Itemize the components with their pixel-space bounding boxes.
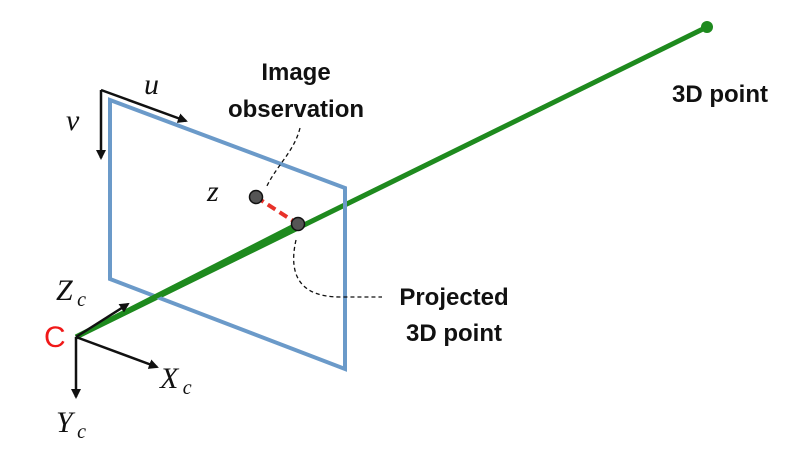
- zc-subscript: c: [77, 289, 86, 311]
- projected-point-label-line2: 3D point: [406, 320, 502, 347]
- reprojection-error: [254, 195, 300, 226]
- image-observation-label-line2: observation: [228, 96, 364, 123]
- 3d-point-dot: [701, 21, 713, 33]
- zc-symbol: Z: [56, 274, 73, 307]
- yc-symbol: Y: [56, 406, 76, 439]
- image-observation-point: [248, 189, 264, 205]
- observation-leader: [265, 127, 301, 189]
- yc-subscript: c: [77, 421, 86, 443]
- 3d-point-label: 3D point: [672, 81, 768, 108]
- projected-point-label-line1: Projected: [399, 284, 508, 311]
- viewing-ray-front: [74, 221, 300, 340]
- projected-point: [290, 216, 306, 232]
- xc-symbol: X: [159, 362, 180, 395]
- camera-center-label: C: [44, 321, 66, 354]
- xc-subscript: c: [183, 377, 192, 399]
- zc-label: Z c: [56, 274, 86, 311]
- yc-label: Y c: [56, 406, 86, 443]
- image-observation-label-line1: Image: [261, 59, 330, 86]
- v-label: v: [66, 104, 80, 137]
- xc-axis-arrow: [75, 335, 159, 369]
- projected-leader: [293, 239, 382, 298]
- u-label: u: [144, 68, 159, 101]
- image-plane: [108, 97, 347, 372]
- u-axis-arrow: [100, 88, 188, 123]
- xc-label: X c: [159, 362, 192, 399]
- z-label: z: [206, 175, 219, 208]
- zc-axis-arrow: [75, 302, 130, 339]
